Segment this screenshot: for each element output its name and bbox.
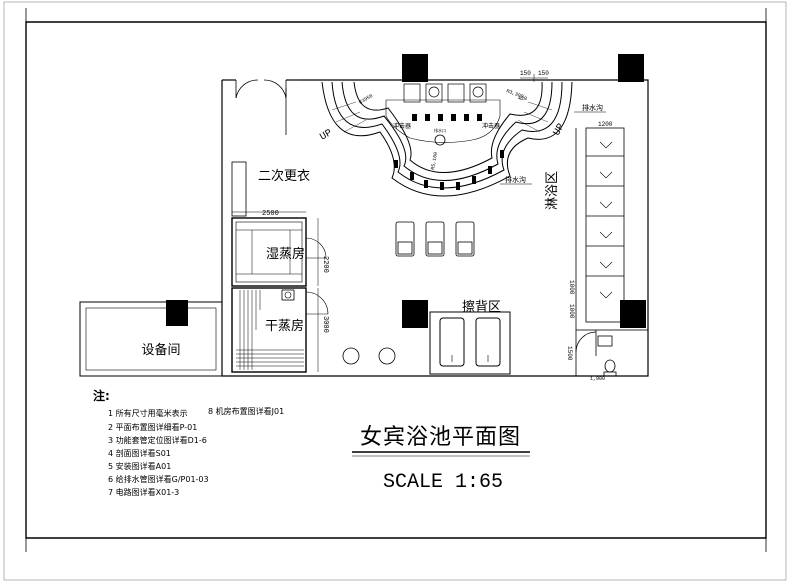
drawing-scale: SCALE 1:65: [383, 471, 503, 494]
dim-2200: 2200: [321, 256, 329, 273]
note-item: 2 平面布置图详细看P-01: [108, 422, 197, 432]
pool-jets: [394, 114, 504, 190]
note-item: 7 电路图详看X01-3: [108, 487, 179, 497]
dim-r3950: R3950: [358, 93, 374, 106]
dim-1000a: 1000: [568, 280, 575, 295]
room-label-equipment: 设备间: [141, 342, 180, 358]
label-up-left: UP: [319, 128, 335, 144]
room-label-wet-steam: 湿蒸房: [266, 246, 305, 262]
label-drain-mid: 排水沟: [505, 175, 526, 184]
dim-1000b: 1000: [568, 304, 575, 319]
note-item: 6 给排水管图详看G/P01-03: [108, 474, 209, 484]
equipment-room: [79, 301, 223, 377]
wet-steam-room: [231, 217, 327, 287]
label-massage-left: 冲击器: [393, 122, 411, 130]
scrub-area: [429, 311, 511, 375]
dim-2500: 2500: [262, 210, 279, 218]
dim-1900: 1,900: [590, 376, 605, 382]
dim-3000: 3000: [321, 316, 329, 333]
pool-steps: [331, 101, 553, 133]
notes-list: 1 所有尺寸用毫米表示 2 平面布置图详细看P-01 3 功能套管定位图详看D1…: [108, 406, 284, 497]
pool-drain-icon: [434, 134, 446, 146]
dimension-lines-top: [520, 74, 548, 82]
room-label-dry-steam: 干蒸房: [265, 318, 304, 334]
toilet-room: [575, 329, 649, 377]
shower-stalls: [575, 127, 625, 330]
room-label-second-changing: 二次更衣: [258, 168, 310, 184]
sheet-outer-border: [3, 1, 787, 581]
label-massage-right: 冲击器: [482, 122, 500, 130]
round-columns: [342, 347, 396, 365]
pool-top-fixtures: [403, 83, 487, 103]
dim-150b: 150: [538, 70, 549, 77]
dim-150a: 150: [520, 70, 531, 77]
note-item: 3 功能套管定位图详看D1-6: [108, 435, 207, 445]
note-item-8: 8 机房布置图详看J01: [208, 406, 284, 416]
dim-1500: 1500: [566, 346, 573, 361]
label-up-right: UP: [552, 122, 568, 138]
note-item: 1 所有尺寸用毫米表示: [108, 408, 188, 418]
pool-outline: [321, 81, 573, 197]
dim-420: 420: [518, 96, 527, 102]
room-label-shower: 淋浴区: [545, 171, 560, 210]
room-label-scrub: 擦背区: [462, 300, 501, 315]
changing-room-partitions: [231, 161, 247, 217]
entry-door: [235, 79, 287, 135]
dim-r3300: R3,300: [505, 88, 524, 100]
sheet-inner-border: [25, 21, 767, 539]
dim-r5100: R5,100: [430, 152, 439, 171]
lounge-chairs: [395, 221, 475, 257]
note-item: 4 剖面图详看S01: [108, 448, 171, 458]
drawing-title: 女宾浴池平面图: [360, 425, 521, 450]
notes-heading: 注:: [93, 388, 110, 403]
dry-steam-room: [231, 287, 329, 373]
note-item: 5 安装图详看A01: [108, 461, 171, 471]
label-drain-center: 排水口: [434, 127, 446, 133]
dim-1200: 1200: [598, 121, 613, 128]
dimension-lines-left: [232, 211, 319, 372]
label-drain-top: 排水沟: [582, 103, 603, 112]
